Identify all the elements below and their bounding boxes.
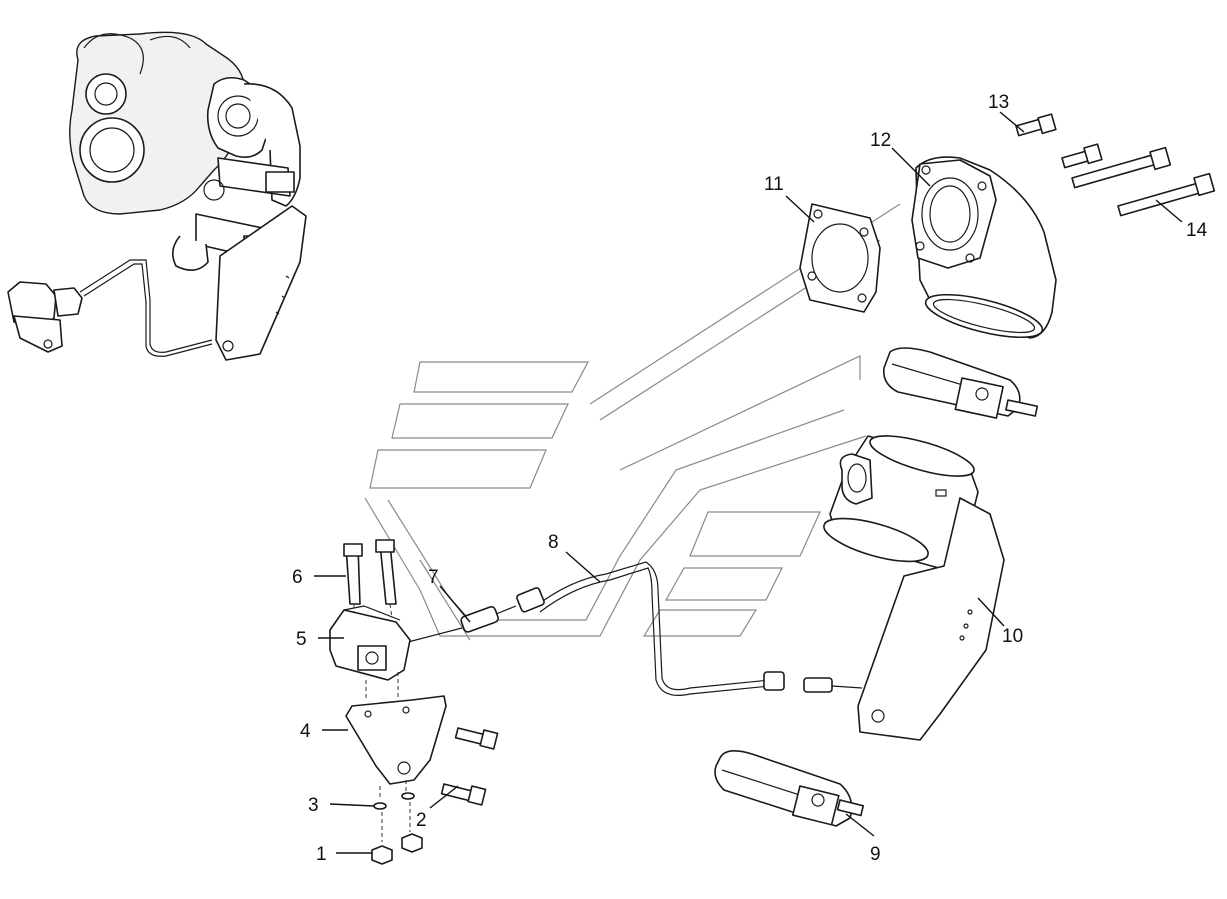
callout-5: 5	[296, 629, 307, 650]
part-10-pipe-bracket	[823, 435, 1005, 741]
part-4-bracket	[345, 695, 447, 800]
callout-1: 1	[316, 844, 327, 865]
watermark-logo	[364, 203, 901, 641]
part-7-fitting	[407, 605, 517, 643]
callout-6: 6	[292, 567, 303, 588]
callout-8: 8	[548, 532, 559, 553]
leader-lines	[314, 111, 1183, 854]
part-11-gasket	[799, 203, 881, 313]
part-1-2-3-fasteners	[371, 727, 499, 865]
callout-14: 14	[1186, 220, 1208, 241]
callout-2: 2	[416, 810, 427, 831]
part-8-sensor-tube	[516, 561, 863, 696]
part-12-elbow-outlet	[911, 156, 1057, 339]
callout-4: 4	[300, 721, 311, 742]
callout-labels: 1 2 3 4 5 6 7 8 9 10 11 12 13 14	[292, 92, 1208, 865]
callout-11: 11	[764, 174, 784, 195]
part-9-v-band-clamp	[714, 750, 865, 827]
v-band-clamp-upper	[882, 347, 1039, 419]
callout-3: 3	[308, 795, 319, 816]
callout-13: 13	[988, 92, 1009, 113]
callout-9: 9	[870, 844, 881, 865]
part-5-6-sensor-block	[329, 539, 411, 700]
callout-7: 7	[428, 567, 439, 588]
part-13-14-bolts	[1015, 113, 1216, 217]
callout-10: 10	[1002, 626, 1023, 647]
turbocharger-assembly-inset	[7, 31, 307, 361]
callout-12: 12	[870, 130, 891, 151]
